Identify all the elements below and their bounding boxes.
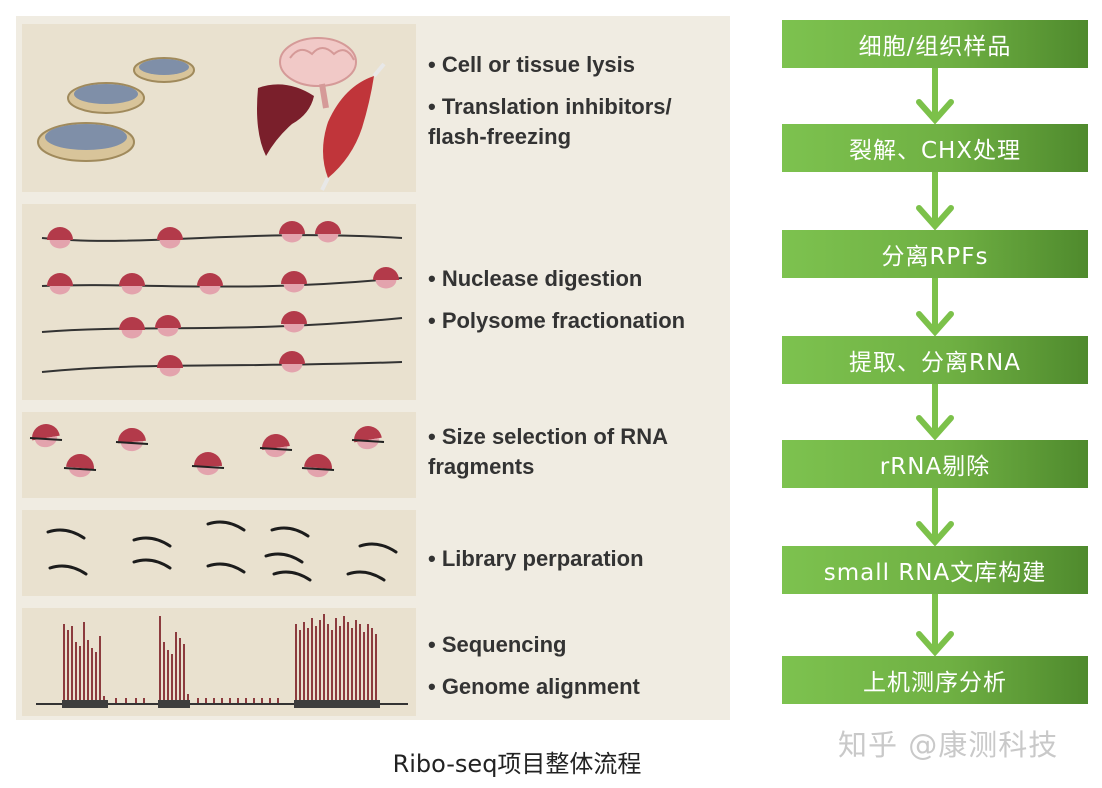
muscle-icon (320, 62, 386, 191)
library-illustration (22, 510, 416, 596)
step-text-line: flash-freezing (428, 124, 572, 149)
library-drawing (46, 520, 398, 582)
ribosome-icon (279, 221, 305, 243)
petri-dish-icon (37, 122, 135, 162)
lysis-illustration (22, 24, 416, 192)
rna-fragment (191, 465, 225, 469)
ribosome-icon (47, 227, 73, 249)
rna-fragment (351, 439, 385, 443)
flow-step-lysis: 裂解、CHX处理 (782, 124, 1088, 172)
ribosome-icon (197, 273, 223, 295)
step-text-line: • Translation inhibitors/ (428, 94, 672, 119)
step-text-lysis: • Cell or tissue lysis • Translation inh… (428, 50, 728, 152)
flow-step-sequencing: 上机测序分析 (782, 656, 1088, 704)
flow-step-rpf-isolation: 分离RPFs (782, 230, 1088, 278)
rna-fragment (301, 467, 335, 471)
step-text-line: fragments (428, 454, 535, 479)
step-text-line: • Genome alignment (428, 674, 640, 699)
fragment-drawing (29, 424, 385, 478)
ribosome-icon (194, 452, 222, 476)
ribosome-icon (354, 426, 382, 450)
lysis-drawing (37, 37, 386, 191)
sequencing-illustration (22, 608, 416, 716)
ribosome-icon (32, 424, 60, 448)
rna-fragment (115, 441, 149, 445)
library-fragment (358, 542, 398, 554)
step-text-line: • Nuclease digestion (428, 266, 643, 291)
rna-fragment (29, 437, 63, 441)
ribosome-icon (373, 267, 399, 289)
flow-step-rrna-removal: rRNA剔除 (782, 440, 1088, 488)
flowchart: 细胞/组织样品 裂解、CHX处理 分离RPFs 提取、分离RNA rRNA剔除 … (782, 0, 1088, 720)
step-text-size-selection: • Size selection of RNA fragments (428, 422, 728, 482)
rna-fragment (259, 447, 293, 451)
fragment-illustration (22, 412, 416, 498)
petri-dish-icon (67, 82, 145, 114)
liver-icon (257, 84, 314, 156)
ribosome-icon (315, 221, 341, 243)
workflow-illustration-panel: • Cell or tissue lysis • Translation inh… (16, 16, 730, 720)
ribosome-icon (118, 428, 146, 452)
ribosome-icon (66, 454, 94, 478)
step-text-line: • Polysome fractionation (428, 308, 686, 333)
exon-block (158, 700, 190, 708)
step-text-line: • Sequencing (428, 632, 567, 657)
flow-step-sample: 细胞/组织样品 (782, 20, 1088, 68)
ribosome-icon (262, 434, 290, 458)
library-fragment (264, 552, 304, 564)
flow-arrow-icon (916, 384, 954, 440)
exon-block (62, 700, 108, 708)
rna-fragment (63, 467, 97, 471)
library-fragment (346, 570, 386, 582)
library-fragment (206, 520, 246, 532)
ribosome-icon (119, 273, 145, 295)
library-fragment (46, 528, 86, 540)
ribosome-icon (119, 317, 145, 339)
step-text-library: • Library perparation (428, 544, 728, 574)
library-fragment (132, 558, 172, 570)
library-fragment (272, 570, 312, 582)
polysome-illustration (22, 204, 416, 400)
step-text-digestion: • Nuclease digestion • Polysome fraction… (428, 264, 728, 336)
polysome-drawing (41, 221, 403, 377)
flow-arrow-icon (916, 278, 954, 336)
exon-block (294, 700, 380, 708)
ribosome-icon (281, 271, 307, 293)
ribosome-icon (155, 315, 181, 337)
ribosome-icon (281, 311, 307, 333)
flow-step-library-construction: small RNA文库构建 (782, 546, 1088, 594)
library-fragment (132, 536, 172, 548)
step-text-line: • Cell or tissue lysis (428, 52, 636, 77)
watermark: 知乎 @康测科技 (838, 728, 1059, 762)
ribosome-icon (157, 355, 183, 377)
step-text-line: • Size selection of RNA (428, 424, 668, 449)
flow-arrow-icon (916, 68, 954, 124)
figure-caption: Ribo-seq项目整体流程 (392, 750, 642, 778)
flow-arrow-icon (916, 594, 954, 656)
flow-step-rna-extraction: 提取、分离RNA (782, 336, 1088, 384)
petri-dish-icon (133, 57, 195, 83)
library-fragment (48, 564, 88, 576)
step-text-sequencing: • Sequencing • Genome alignment (428, 630, 728, 702)
brain-icon (279, 37, 357, 109)
flow-arrow-icon (916, 488, 954, 546)
flow-arrow-icon (916, 172, 954, 230)
ribosome-icon (279, 351, 305, 373)
ribosome-icon (157, 227, 183, 249)
ribosome-icon (304, 454, 332, 478)
ribosome-icon (47, 273, 73, 295)
step-text-line: • Library perparation (428, 546, 644, 571)
library-fragment (206, 562, 246, 574)
library-fragment (270, 526, 310, 538)
sequencing-drawing (36, 614, 408, 708)
